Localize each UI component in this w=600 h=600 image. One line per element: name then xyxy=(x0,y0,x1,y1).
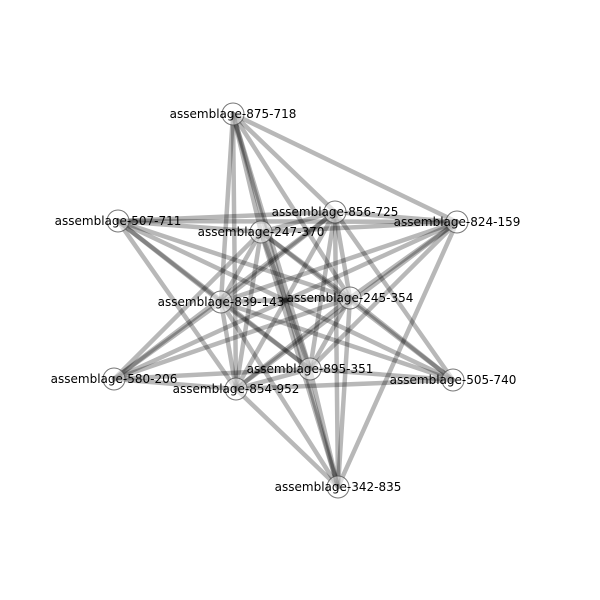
edge-n824-n247 xyxy=(258,219,460,235)
edge-n580-n854 xyxy=(111,376,239,392)
edge-n247-n342 xyxy=(258,229,341,490)
edge-n895-n505 xyxy=(307,366,456,383)
node-n507[interactable] xyxy=(106,209,130,233)
node-n856[interactable] xyxy=(323,200,347,224)
edge-n507-n505 xyxy=(115,218,456,383)
edge-n839-n245 xyxy=(218,295,353,305)
edge-n856-n895 xyxy=(307,209,338,372)
edge-n507-n824 xyxy=(115,218,460,225)
edge-n245-n342 xyxy=(335,295,353,490)
edge-n875-n895 xyxy=(230,111,313,372)
edge-n247-n839 xyxy=(218,229,264,305)
edge-n247-n245 xyxy=(258,229,353,301)
node-label-n895: assemblage-895-351 xyxy=(247,362,374,376)
node-label-n875: assemblage-875-718 xyxy=(170,107,297,121)
edge-n824-n839 xyxy=(218,219,460,305)
edge-n856-n505 xyxy=(332,209,456,383)
edge-n875-n856 xyxy=(230,111,338,215)
node-n505[interactable] xyxy=(441,368,465,392)
edge-n875-n247 xyxy=(230,111,264,235)
edge-n875-n342 xyxy=(230,111,341,490)
edge-n854-n342 xyxy=(233,386,341,490)
edge-n245-n895 xyxy=(307,295,353,372)
edge-n824-n895 xyxy=(307,219,460,372)
edge-n856-n839 xyxy=(218,209,338,305)
node-label-n824: assemblage-824-159 xyxy=(394,215,521,229)
edge-n856-n342 xyxy=(332,209,341,490)
node-label-n247: assemblage-247-370 xyxy=(198,225,325,239)
edge-n824-n245 xyxy=(347,219,460,301)
edge-n839-n854 xyxy=(218,299,239,392)
node-n247[interactable] xyxy=(249,220,273,244)
node-label-n342: assemblage-342-835 xyxy=(275,480,402,494)
node-n839[interactable] xyxy=(209,290,233,314)
labels-layer: assemblage-875-718 assemblage-507-711 asse… xyxy=(51,107,521,494)
edge-n875-n839 xyxy=(218,111,236,305)
edge-n507-n856 xyxy=(115,209,338,224)
edge-n839-n580 xyxy=(111,299,224,382)
edge-n507-n839 xyxy=(115,218,224,305)
edge-n245-n854 xyxy=(233,295,353,392)
node-n875[interactable] xyxy=(221,102,245,126)
edges-layer xyxy=(111,111,460,490)
edge-n875-n245 xyxy=(230,111,353,301)
edge-n505-n854 xyxy=(233,377,456,392)
edge-n245-n505 xyxy=(347,295,456,383)
edge-n895-n854 xyxy=(233,366,313,392)
node-n245[interactable] xyxy=(338,286,362,310)
nodes-layer xyxy=(102,102,469,499)
edge-n580-n895 xyxy=(111,366,313,382)
edge-n824-n342 xyxy=(335,219,460,490)
node-n895[interactable] xyxy=(298,357,322,381)
edge-n856-n854 xyxy=(233,209,338,392)
node-n824[interactable] xyxy=(445,210,469,234)
node-label-n854: assemblage-854-952 xyxy=(173,382,300,396)
edge-n839-n895 xyxy=(218,299,313,372)
edge-n856-n247 xyxy=(258,209,338,235)
edge-n856-n824 xyxy=(332,209,460,225)
edge-n507-n247 xyxy=(115,218,264,235)
node-n854[interactable] xyxy=(224,377,248,401)
edge-n875-n824 xyxy=(230,111,460,225)
node-n342[interactable] xyxy=(326,475,350,499)
edge-n247-n580 xyxy=(111,229,264,382)
edge-n875-n854 xyxy=(230,111,239,392)
node-n580[interactable] xyxy=(102,367,126,391)
edge-n824-n580 xyxy=(111,219,460,382)
edge-n507-n854 xyxy=(115,218,239,392)
edge-n895-n342 xyxy=(307,366,341,490)
node-label-n580: assemblage-580-206 xyxy=(51,372,178,386)
node-label-n839: assemblage-839-143 xyxy=(158,295,285,309)
node-label-n507: assemblage-507-711 xyxy=(55,214,182,228)
edge-n839-n505 xyxy=(218,299,456,383)
edge-n247-n895 xyxy=(258,229,313,372)
edge-n839-n342 xyxy=(218,299,341,490)
edge-n245-n580 xyxy=(111,295,353,382)
edge-n856-n245 xyxy=(332,209,353,301)
edge-n507-n245 xyxy=(115,218,353,301)
node-label-n505: assemblage-505-740 xyxy=(390,373,517,387)
node-label-n856: assemblage-856-725 xyxy=(272,205,399,219)
edge-n247-n854 xyxy=(233,229,264,392)
node-label-n245: assemblage-245-354 xyxy=(287,291,414,305)
